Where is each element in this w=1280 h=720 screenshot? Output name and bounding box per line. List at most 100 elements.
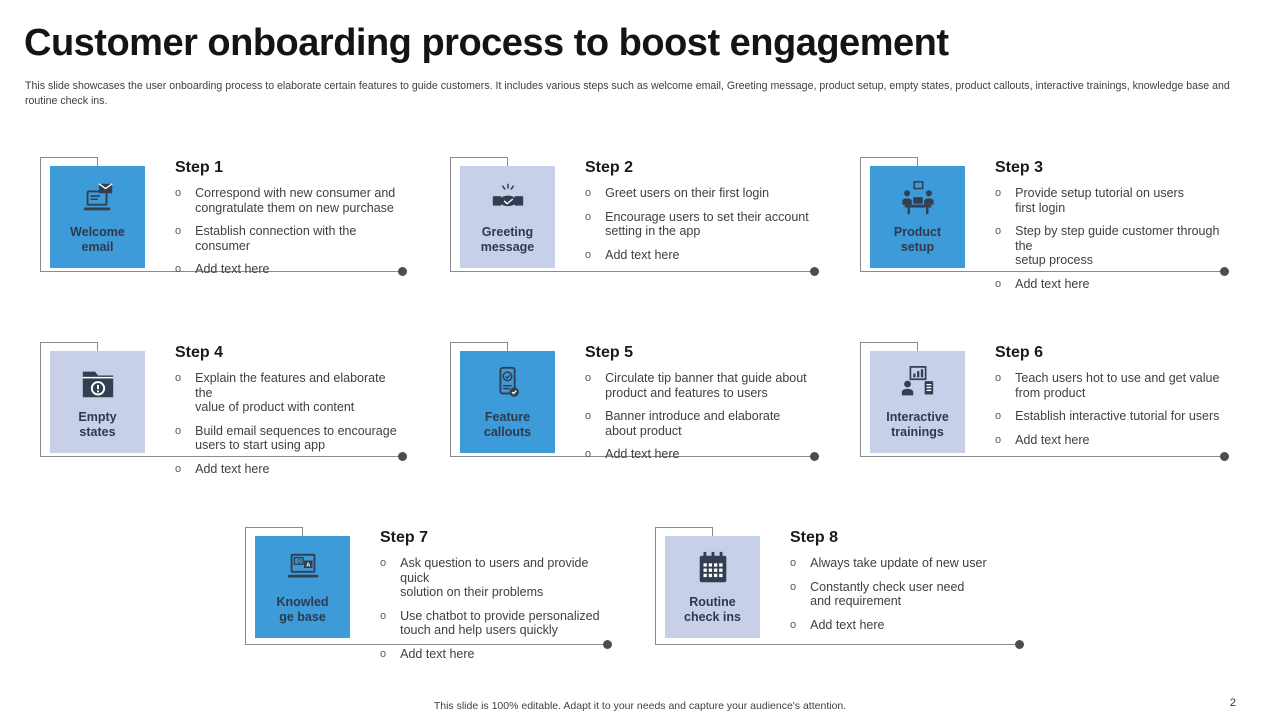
icon-box-product-setup: Product setup — [870, 166, 965, 268]
bullet-marker: o — [380, 557, 387, 569]
frame-line — [245, 644, 608, 645]
box-label: Greeting message — [480, 224, 535, 254]
folder-alert-icon — [75, 365, 121, 403]
list-item: o Add text here — [175, 461, 270, 476]
bullet-marker: o — [995, 277, 1002, 290]
icon-box-feature-callouts: Feature callouts — [460, 351, 555, 453]
list-item: o Use chatbot to provide personalized to… — [380, 608, 600, 638]
list-item: o Explain the features and elaborate the… — [175, 371, 386, 414]
box-label: Empty states — [78, 409, 117, 439]
bullet-marker: o — [175, 424, 182, 437]
svg-text:A: A — [306, 562, 310, 568]
connector-dot — [1220, 452, 1229, 461]
frame-line — [40, 456, 403, 457]
bullet-marker: o — [175, 372, 182, 384]
icon-box-knowledge-base: Q A Knowled ge base — [255, 536, 350, 638]
frame-line — [655, 527, 712, 528]
step-title: Step 8 — [790, 529, 839, 546]
connector-dot — [398, 267, 407, 276]
list-item: o Step by step guide customer through th… — [995, 224, 1220, 267]
list-item: o Banner introduce and elaborate about p… — [585, 409, 781, 438]
frame-line — [450, 157, 507, 158]
step-title: Step 3 — [995, 159, 1044, 176]
frame-line — [860, 456, 1225, 457]
list-item: o Greet users on their first login — [585, 186, 770, 200]
frame-line — [450, 157, 451, 272]
frame-line — [97, 342, 98, 356]
step-content: Step 1 o Correspond with new consumer an… — [175, 159, 401, 286]
list-item: o Add text here — [380, 646, 475, 661]
list-item: o Constantly check user need and require… — [790, 579, 965, 609]
step-content: Step 6 o Teach users hot to use and get … — [995, 344, 1223, 456]
frame-line — [655, 644, 1020, 645]
step-block-5: Feature callouts Step 5 o Circulate tip … — [450, 342, 819, 461]
list-item: o Add text here — [790, 617, 885, 632]
list-item: o Establish interactive tutorial for use… — [995, 409, 1220, 423]
frame-line — [917, 157, 918, 171]
frame-line — [97, 157, 98, 171]
box-label: Routine check ins — [684, 594, 741, 624]
bullet-marker: o — [585, 410, 592, 422]
phone-check-icon — [485, 365, 531, 403]
connector-dot — [810, 267, 819, 276]
list-item: o Add text here — [995, 276, 1090, 291]
bullet-marker: o — [790, 557, 797, 569]
frame-line — [917, 342, 918, 356]
step-title: Step 2 — [585, 159, 634, 176]
list-item: o Encourage users to set their account s… — [585, 209, 809, 239]
frame-line — [245, 527, 302, 528]
list-item: o Provide setup tutorial on users first … — [995, 186, 1184, 215]
frame-line — [40, 342, 97, 343]
list-item: o Add text here — [585, 447, 680, 461]
bullet-marker: o — [790, 580, 797, 593]
bullet-marker: o — [995, 225, 1002, 237]
step-block-2: Greeting message Step 2 o Greet users on… — [450, 157, 819, 276]
box-label: Welcome email — [70, 224, 125, 254]
laptop-qa-icon: Q A — [280, 550, 326, 588]
bullet-marker: o — [995, 372, 1002, 384]
trainer-chart-icon — [895, 365, 941, 403]
step-block-7: Q A Knowled ge base Step 7 o Ask questio… — [245, 527, 612, 661]
frame-line — [655, 527, 656, 645]
step-block-4: Empty states Step 4 o Explain the featur… — [40, 342, 407, 476]
page-number: 2 — [1229, 697, 1236, 709]
bullet-marker: o — [995, 433, 1002, 446]
connector-dot — [1015, 640, 1024, 649]
icon-box-empty-states: Empty states — [50, 351, 145, 453]
bullet-marker: o — [790, 618, 797, 631]
bullet-marker: o — [585, 448, 592, 460]
step-title: Step 1 — [175, 159, 224, 176]
calendar-icon — [690, 550, 736, 588]
bullet-marker: o — [585, 372, 592, 384]
bullet-marker: o — [995, 187, 1002, 199]
frame-line — [860, 342, 861, 457]
frame-line — [507, 342, 508, 356]
frame-line — [860, 157, 917, 158]
meeting-table-icon — [895, 180, 941, 218]
list-item: o Add text here — [175, 262, 270, 276]
page-title: Customer onboarding process to boost eng… — [24, 22, 949, 64]
icon-box-interactive-trainings: Interactive trainings — [870, 351, 965, 453]
step-content: Step 7 o Ask question to users and provi… — [380, 529, 606, 670]
svg-text:Q: Q — [297, 559, 302, 565]
step-content: Step 2 o Greet users on their first logi… — [585, 159, 813, 271]
frame-line — [40, 271, 403, 272]
bullet-marker: o — [380, 609, 387, 622]
bullet-marker: o — [995, 410, 1002, 422]
step-title: Step 4 — [175, 344, 224, 361]
step-content: Step 4 o Explain the features and elabor… — [175, 344, 401, 485]
frame-line — [450, 456, 815, 457]
footer-note: This slide is 100% editable. Adapt it to… — [433, 700, 847, 712]
connector-dot — [1220, 267, 1229, 276]
connector-dot — [810, 452, 819, 461]
frame-line — [245, 527, 246, 645]
handshake-icon — [485, 180, 531, 218]
frame-line — [450, 342, 451, 457]
connector-dot — [398, 452, 407, 461]
icon-box-routine-check-ins: Routine check ins — [665, 536, 760, 638]
frame-line — [40, 157, 97, 158]
bullet-marker: o — [585, 187, 592, 199]
step-block-3: Product setup Step 3 o Provide setup tut… — [860, 157, 1229, 291]
list-item: o Add text here — [585, 247, 680, 262]
box-label: Product setup — [893, 224, 942, 254]
